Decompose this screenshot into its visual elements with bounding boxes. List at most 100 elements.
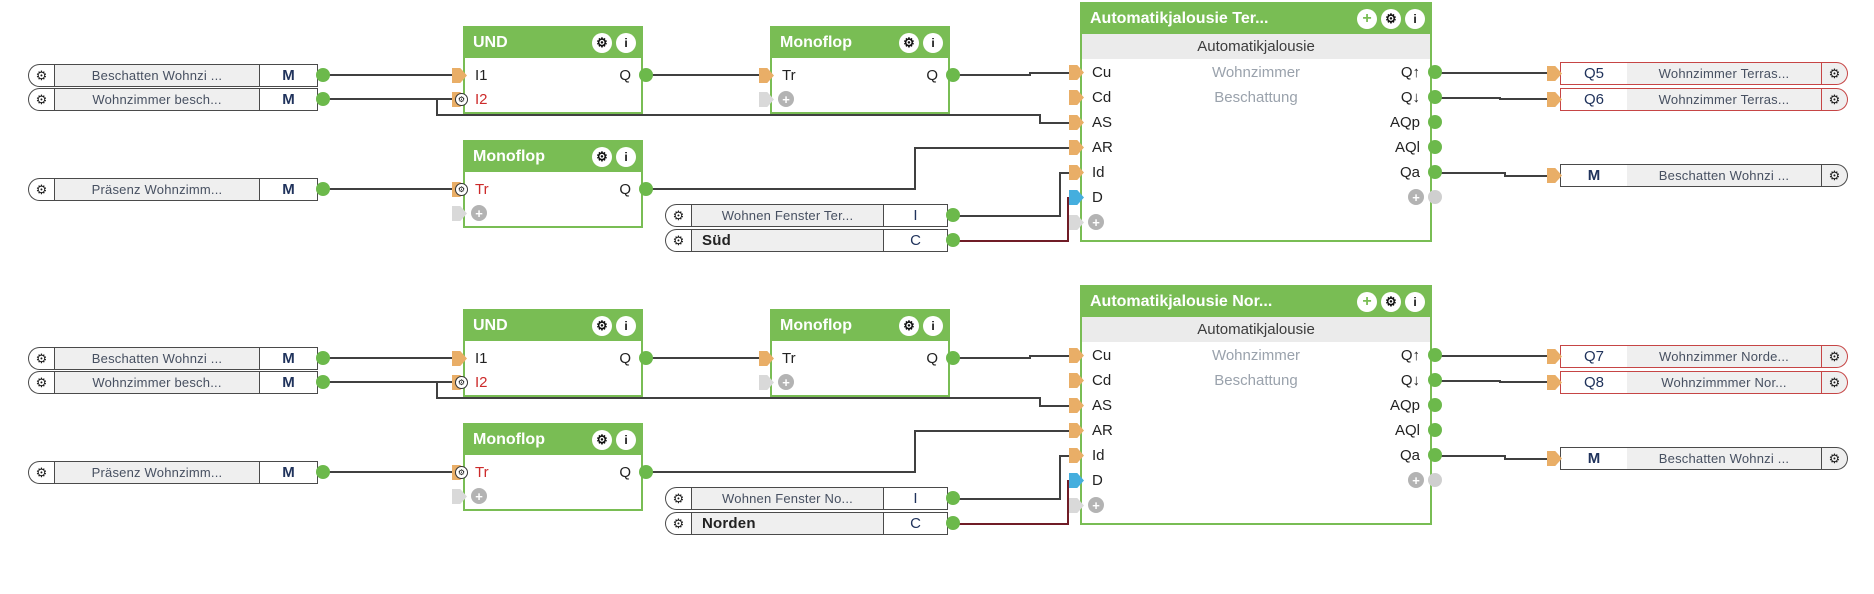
gear-icon[interactable]: ⚙ [28, 64, 54, 87]
gear-icon[interactable]: ⚙ [665, 229, 691, 252]
output-connector-qup[interactable] [1428, 348, 1442, 362]
block-header[interactable]: UND ⚙ i [465, 311, 641, 341]
input-connector[interactable] [1547, 451, 1562, 466]
gear-icon[interactable]: ⚙ [1822, 62, 1848, 85]
actuator-output-pill[interactable]: Q8 Wohnzimmmer Nor... ⚙ [1547, 371, 1848, 394]
automatikjalousie-block-norden[interactable]: Automatikjalousie Nor... + ⚙ i Automatik… [1069, 285, 1442, 525]
info-icon[interactable]: i [616, 147, 636, 167]
gear-icon[interactable]: ⚙ [592, 316, 612, 336]
info-icon[interactable]: i [923, 316, 943, 336]
gear-icon[interactable]: ⚙ [1822, 88, 1848, 111]
block-header[interactable]: Automatikjalousie Ter... + ⚙ i [1082, 4, 1430, 34]
gear-icon[interactable]: ⚙ [665, 512, 691, 535]
memory-output-pill[interactable]: M Beschatten Wohnzi ... ⚙ [1547, 447, 1848, 470]
block-header[interactable]: Monoflop ⚙ i [772, 311, 948, 341]
output-connector-aql[interactable] [1428, 423, 1442, 437]
gear-icon[interactable]: ⚙ [455, 93, 468, 106]
block-header[interactable]: Monoflop ⚙ i [465, 142, 641, 172]
gear-icon[interactable]: ⚙ [592, 33, 612, 53]
info-icon[interactable]: i [1405, 9, 1425, 29]
sensor-input-pill[interactable]: ⚙ Wohnen Fenster No... I [665, 487, 960, 510]
gear-icon[interactable]: ⚙ [1822, 447, 1848, 470]
input-connector-cd[interactable] [1069, 373, 1084, 388]
memory-input-pill[interactable]: ⚙ Beschatten Wohnzi ... M [28, 347, 330, 370]
sensor-input-pill[interactable]: ⚙ Norden C [665, 512, 960, 535]
automatikjalousie-block-terrasse[interactable]: Automatikjalousie Ter... + ⚙ i Automatik… [1069, 2, 1442, 242]
memory-output-pill[interactable]: M Beschatten Wohnzi ... ⚙ [1547, 164, 1848, 187]
und-block[interactable]: UND ⚙ i I1 Q I2 ⚙ [452, 309, 653, 397]
sensor-input-pill[interactable]: ⚙ Wohnen Fenster Ter... I [665, 204, 960, 227]
sensor-input-pill[interactable]: ⚙ Süd C [665, 229, 960, 252]
output-connector-q[interactable] [946, 351, 960, 365]
gear-icon[interactable]: ⚙ [1822, 345, 1848, 368]
input-connector-cd[interactable] [1069, 90, 1084, 105]
monoflop-block[interactable]: Monoflop ⚙ i Tr Q + [759, 309, 960, 397]
info-icon[interactable]: i [1405, 292, 1425, 312]
memory-input-pill[interactable]: ⚙ Wohnzimmer besch... M [28, 88, 330, 111]
gear-icon[interactable]: ⚙ [899, 316, 919, 336]
output-connector-aql[interactable] [1428, 140, 1442, 154]
monoflop-block[interactable]: Monoflop ⚙ i Tr Q + [759, 26, 960, 114]
block-header[interactable]: UND ⚙ i [465, 28, 641, 58]
gear-icon[interactable]: ⚙ [1822, 371, 1848, 394]
input-connector-ar[interactable] [1069, 423, 1084, 438]
gear-icon[interactable]: ⚙ [455, 183, 468, 196]
expand-plus-icon[interactable]: + [778, 374, 794, 390]
input-connector[interactable] [1547, 168, 1562, 183]
output-connector-q[interactable] [639, 465, 653, 479]
output-connector[interactable] [946, 208, 960, 222]
output-connector[interactable] [316, 68, 330, 82]
output-connector-qup[interactable] [1428, 65, 1442, 79]
expand-plus-icon[interactable]: + [471, 488, 487, 504]
gear-icon[interactable]: ⚙ [1822, 164, 1848, 187]
gear-icon[interactable]: ⚙ [665, 487, 691, 510]
gear-icon[interactable]: ⚙ [899, 33, 919, 53]
input-connector[interactable] [1547, 349, 1562, 364]
unused-input-connector[interactable] [1069, 215, 1084, 230]
input-connector-as[interactable] [1069, 115, 1084, 130]
input-connector[interactable] [1547, 66, 1562, 81]
unused-input-connector[interactable] [452, 206, 467, 221]
output-connector-qdn[interactable] [1428, 373, 1442, 387]
input-connector[interactable] [1547, 375, 1562, 390]
output-connector[interactable] [316, 465, 330, 479]
unused-output-connector[interactable] [1428, 473, 1442, 487]
block-header[interactable]: Automatikjalousie Nor... + ⚙ i [1082, 287, 1430, 317]
monoflop-block[interactable]: Monoflop ⚙ i Tr Q + ⚙ [452, 140, 653, 228]
input-connector-d[interactable] [1069, 190, 1084, 205]
memory-input-pill[interactable]: ⚙ Wohnzimmer besch... M [28, 371, 330, 394]
memory-input-pill[interactable]: ⚙ Präsenz Wohnzimm... M [28, 461, 330, 484]
unused-input-connector[interactable] [759, 92, 774, 107]
input-connector-as[interactable] [1069, 398, 1084, 413]
input-connector[interactable] [1547, 92, 1562, 107]
output-connector-q[interactable] [639, 68, 653, 82]
output-connector[interactable] [946, 516, 960, 530]
actuator-output-pill[interactable]: Q7 Wohnzimmer Norde... ⚙ [1547, 345, 1848, 368]
gear-icon[interactable]: ⚙ [592, 147, 612, 167]
unused-input-connector[interactable] [1069, 498, 1084, 513]
input-connector-cu[interactable] [1069, 65, 1084, 80]
gear-icon[interactable]: ⚙ [28, 461, 54, 484]
input-connector-i1[interactable] [452, 68, 467, 83]
output-connector-q[interactable] [946, 68, 960, 82]
actuator-output-pill[interactable]: Q6 Wohnzimmer Terras... ⚙ [1547, 88, 1848, 111]
block-header[interactable]: Monoflop ⚙ i [772, 28, 948, 58]
output-connector[interactable] [316, 375, 330, 389]
gear-icon[interactable]: ⚙ [665, 204, 691, 227]
gear-icon[interactable]: ⚙ [592, 430, 612, 450]
expand-plus-icon[interactable]: + [778, 91, 794, 107]
output-connector[interactable] [316, 351, 330, 365]
input-connector-ar[interactable] [1069, 140, 1084, 155]
gear-icon[interactable]: ⚙ [1381, 292, 1401, 312]
input-connector-id[interactable] [1069, 165, 1084, 180]
gear-icon[interactable]: ⚙ [455, 376, 468, 389]
input-connector-d[interactable] [1069, 473, 1084, 488]
output-connector-aqp[interactable] [1428, 398, 1442, 412]
move-icon[interactable]: + [1357, 292, 1377, 312]
gear-icon[interactable]: ⚙ [455, 466, 468, 479]
expand-plus-icon[interactable]: + [1088, 214, 1104, 230]
gear-icon[interactable]: ⚙ [28, 347, 54, 370]
expand-plus-icon[interactable]: + [1408, 472, 1424, 488]
input-connector-tr[interactable] [759, 68, 774, 83]
